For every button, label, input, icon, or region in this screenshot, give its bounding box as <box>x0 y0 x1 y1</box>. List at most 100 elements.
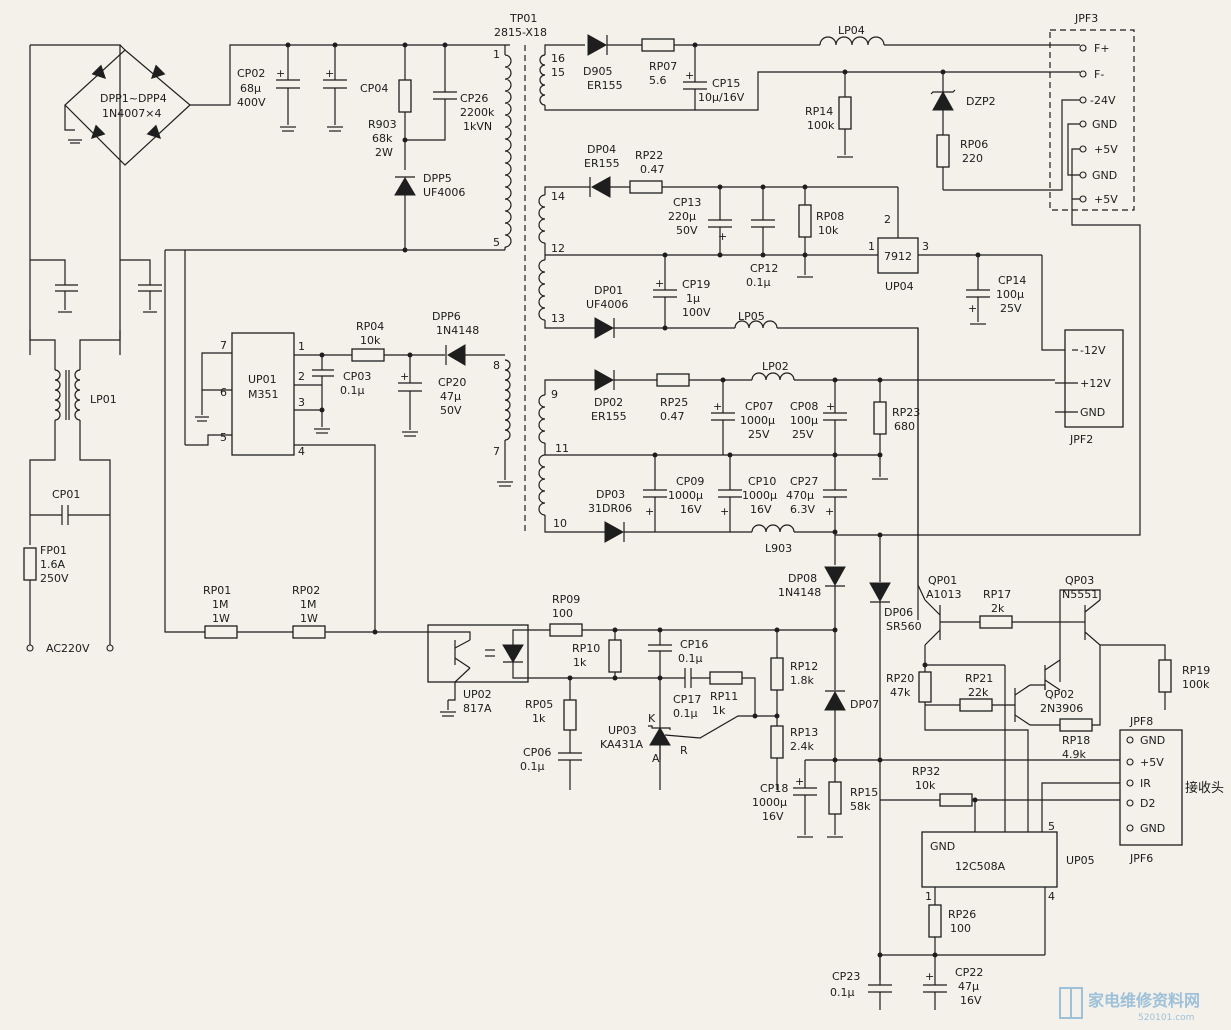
diode-dpp5 <box>394 177 416 196</box>
svg-text:8: 8 <box>493 359 500 372</box>
svg-text:GND: GND <box>930 840 955 853</box>
resistor-rp09 <box>549 623 583 637</box>
rp09-label: RP09 <box>552 593 580 606</box>
dpp6-label: DPP6 <box>432 310 461 323</box>
resistor-rp17 <box>979 615 1013 629</box>
diode-dp04 <box>590 176 611 198</box>
svg-text:5: 5 <box>220 431 227 444</box>
rp12-label: RP12 <box>790 660 818 673</box>
svg-text:+5V: +5V <box>1094 193 1118 206</box>
svg-text:5: 5 <box>1048 820 1055 833</box>
resistor-rp02 <box>292 625 326 639</box>
rp25-res: 0.47 <box>660 410 685 423</box>
svg-text:K: K <box>648 712 656 725</box>
rp11-res: 1k <box>712 704 726 717</box>
svg-text:+12V: +12V <box>1080 377 1111 390</box>
cp13-label: CP13 <box>673 196 701 209</box>
ac-terminal-n <box>106 644 114 652</box>
cp04-label: CP04 <box>360 82 388 95</box>
dp08-part: 1N4148 <box>778 586 821 599</box>
rp12-res: 1.8k <box>790 674 814 687</box>
svg-text:+: + <box>400 370 409 383</box>
rp01-res: 1M <box>212 598 229 611</box>
rp09-res: 100 <box>552 607 573 620</box>
svg-text:+: + <box>825 505 834 518</box>
svg-text:2: 2 <box>298 370 305 383</box>
bridge-part: 1N4007×4 <box>102 107 161 120</box>
svg-text:+5V: +5V <box>1094 143 1118 156</box>
qp03-label: QP03 <box>1065 574 1094 587</box>
cp27-volt: 6.3V <box>790 503 815 516</box>
diode-dp03 <box>604 521 625 543</box>
dzp2-label: DZP2 <box>966 95 996 108</box>
cp08-label: CP08 <box>790 400 818 413</box>
diode-dp08 <box>824 566 846 587</box>
cp09-label: CP09 <box>676 475 704 488</box>
rp18-res: 4.9k <box>1062 748 1086 761</box>
cp12-cap: 0.1μ <box>746 276 771 289</box>
cp17-label: CP17 <box>673 693 701 706</box>
up05-label: UP05 <box>1066 854 1095 867</box>
rp10-res: 1k <box>573 656 587 669</box>
svg-text:3: 3 <box>298 396 305 409</box>
rp15-res: 58k <box>850 800 871 813</box>
cp20-cap: 47μ <box>440 390 461 403</box>
connector-jpf3: JPF3 F+ F- -24V GND +5V GND +5V <box>835 12 1141 536</box>
diode-dpp6 <box>447 344 466 366</box>
tp-pin-1: 1 <box>493 48 500 61</box>
jpf3-pin-gnd1 <box>1079 120 1087 128</box>
rp17-label: RP17 <box>983 588 1011 601</box>
ac220-label: AC220V <box>46 642 90 655</box>
control-ic-section: UP01 M351 7 6 5 1 2 3 4 RP04 10k CP03 0.… <box>164 249 513 639</box>
cp17-cap: 0.1μ <box>673 707 698 720</box>
jpf6-pin-d2 <box>1126 799 1134 807</box>
rp08-label: RP08 <box>816 210 844 223</box>
rp02-label: RP02 <box>292 584 320 597</box>
cp16-cap: 0.1μ <box>678 652 703 665</box>
dp02-part: ER155 <box>591 410 627 423</box>
cp03-label: CP03 <box>343 370 371 383</box>
diode-d905 <box>587 34 608 56</box>
rp05-res: 1k <box>532 712 546 725</box>
jpf3-pin-24v <box>1079 96 1087 104</box>
jpf3-label: JPF3 <box>1074 12 1098 25</box>
up02-label: UP02 <box>463 688 492 701</box>
svg-text:12: 12 <box>551 242 565 255</box>
rp10-label: RP10 <box>572 642 600 655</box>
rp22-res: 0.47 <box>640 163 665 176</box>
rp06-label: RP06 <box>960 138 988 151</box>
rp06-res: 220 <box>962 152 983 165</box>
cp23-cap: 0.1μ <box>830 986 855 999</box>
up03-part: KA431A <box>600 738 644 751</box>
svg-text:6: 6 <box>220 386 227 399</box>
qp01-part: A1013 <box>926 588 962 601</box>
diode-dp07 <box>824 690 846 711</box>
cp27-label: CP27 <box>790 475 818 488</box>
svg-text:+: + <box>795 775 804 788</box>
svg-text:R: R <box>680 744 688 757</box>
cp18-volt: 16V <box>762 810 784 823</box>
dp08-label: DP08 <box>788 572 817 585</box>
up04-part: 7912 <box>884 250 912 263</box>
up03-label: UP03 <box>608 724 637 737</box>
diode-dp01 <box>594 317 615 339</box>
resistor-rp23 <box>873 401 887 435</box>
jpf3-pin-fplus <box>1079 44 1087 52</box>
cp06-cap: 0.1μ <box>520 760 545 773</box>
standby-control: DP08 1N4148 DP06 SR560 DP07 + CP18 1000μ… <box>752 328 1210 980</box>
rp17-res: 2k <box>991 602 1005 615</box>
dp06-part: SR560 <box>886 620 922 633</box>
jpf6-pin-ir <box>1126 779 1134 787</box>
cp26-cap: 2200k <box>460 106 495 119</box>
tp01-label: TP01 <box>509 12 537 25</box>
resistor-rp08 <box>798 204 812 238</box>
dp03-label: DP03 <box>596 488 625 501</box>
jpf6-pin-gnd2 <box>1126 824 1134 832</box>
cp18-label: CP18 <box>760 782 788 795</box>
cp20-volt: 50V <box>440 404 462 417</box>
svg-text:+: + <box>685 69 694 82</box>
up05-part: 12C508A <box>955 860 1006 873</box>
rp22-label: RP22 <box>635 149 663 162</box>
d905-label: D905 <box>583 65 612 78</box>
secondary-fplus: 16 15 D905 ER155 RP07 5.6 + CP15 10μ/16V… <box>539 24 1080 190</box>
